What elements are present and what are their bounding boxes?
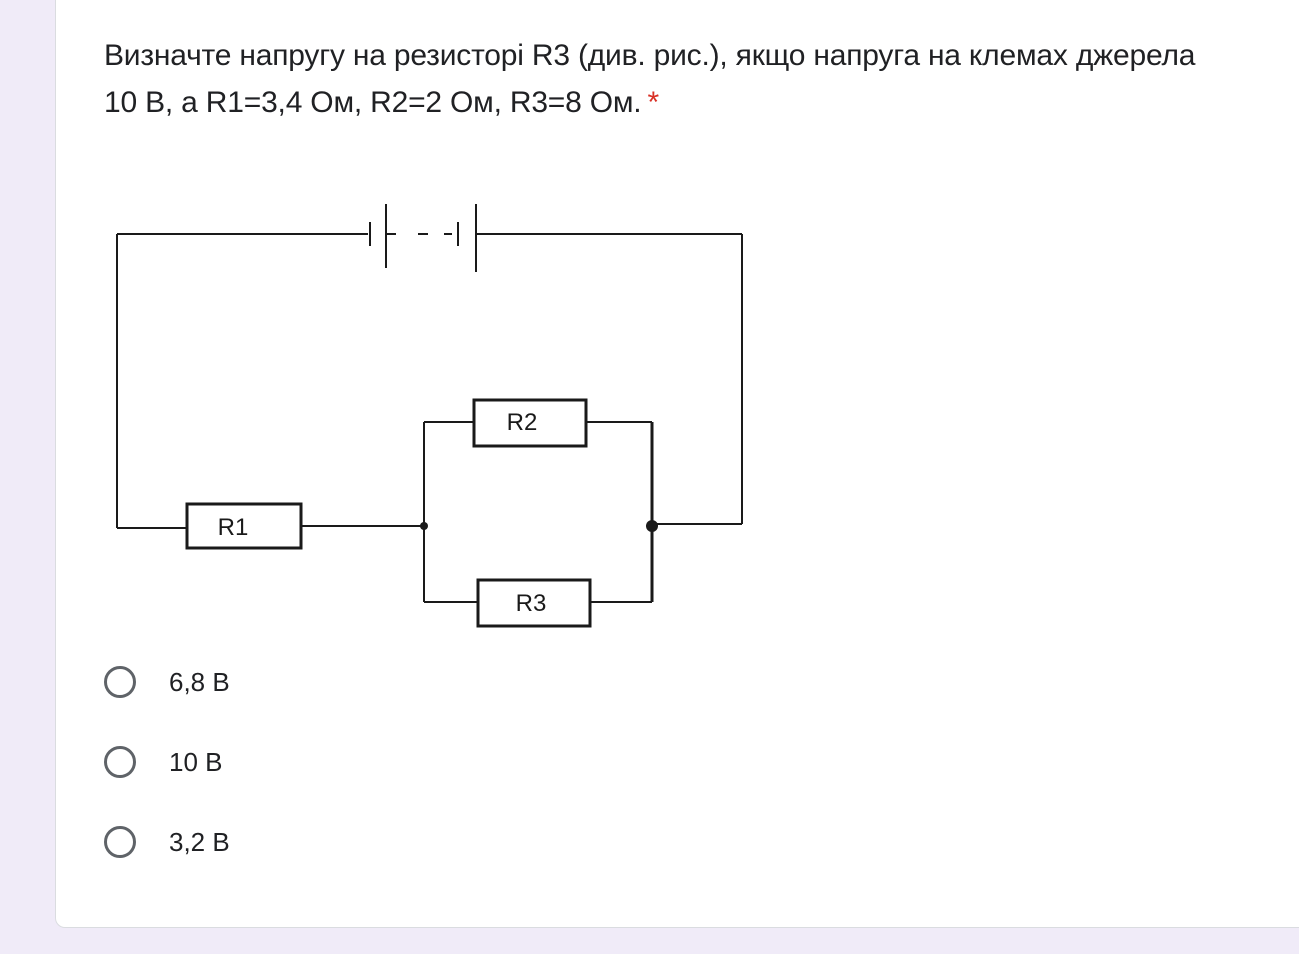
option-label: 3,2 В [169, 826, 230, 857]
question-text: Визначте напругу на резисторі R3 (див. р… [104, 39, 1196, 119]
option-1[interactable]: 6,8 В [104, 662, 230, 702]
required-asterisk: * [647, 86, 659, 119]
question-card [55, 0, 1299, 928]
junction-left [420, 522, 428, 530]
junction-right [646, 520, 658, 532]
radio-circle-icon[interactable] [104, 746, 136, 778]
option-3[interactable]: 3,2 В [104, 822, 230, 862]
r2-label: R2 [507, 409, 538, 436]
question-title: Визначте напругу на резисторі R3 (див. р… [104, 32, 1224, 126]
r1-label: R1 [218, 514, 249, 541]
radio-circle-icon[interactable] [104, 666, 136, 698]
option-label: 6,8 В [169, 666, 230, 697]
radio-circle-icon[interactable] [104, 826, 136, 858]
option-label: 10 В [169, 746, 223, 777]
option-2[interactable]: 10 В [104, 742, 223, 782]
circuit-diagram: R1 R2 R3 [116, 204, 743, 628]
r3-label: R3 [516, 590, 547, 617]
